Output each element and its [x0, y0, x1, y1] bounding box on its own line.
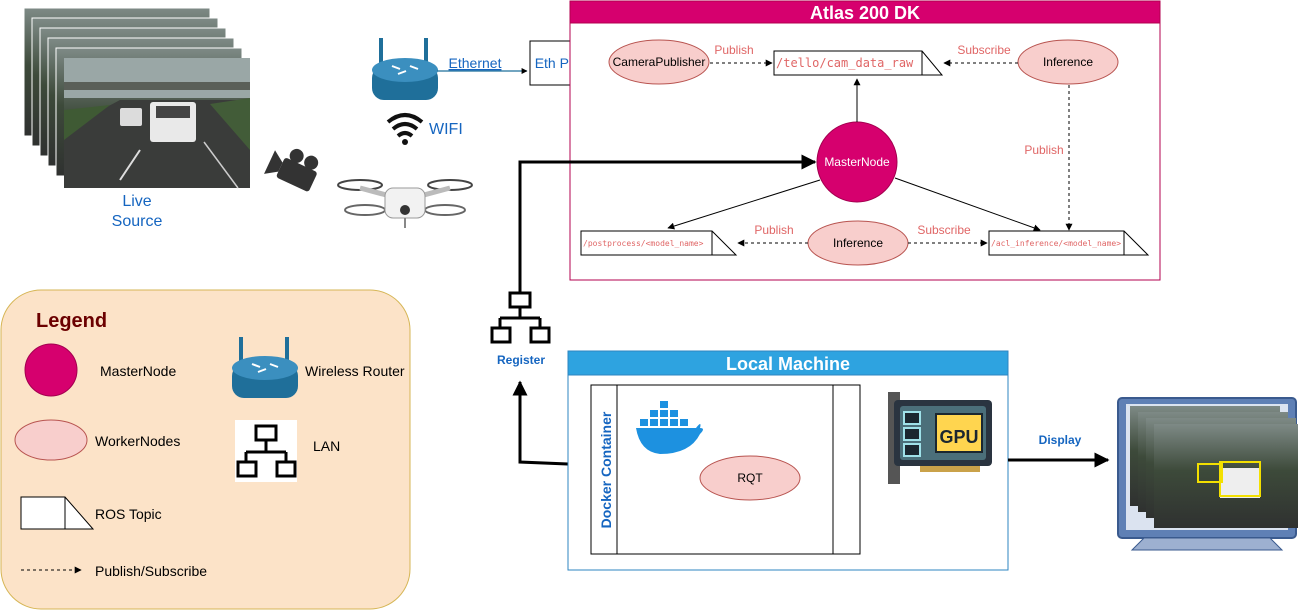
atlas-header — [569, 0, 1161, 24]
video-camera-icon — [264, 148, 319, 192]
register-label: Register — [497, 353, 545, 367]
legend-title: Legend — [36, 310, 107, 332]
live-source-images — [23, 7, 250, 189]
edge-master-to-postprocess — [667, 179, 821, 230]
legend-pubsub-label: Publish/Subscribe — [95, 563, 207, 579]
lan-icon — [490, 291, 551, 344]
live-source-label-line1: Live — [122, 193, 151, 210]
local-machine-title: Local Machine — [726, 354, 850, 374]
local-machine-header — [567, 350, 1009, 376]
edge-master-to-acl — [894, 177, 1041, 232]
topic-postprocess: /postprocess/<model_name> — [580, 230, 738, 256]
topic-acl-inference: /acl_inference/<model_name> — [988, 230, 1150, 256]
topic-acl-inference-label: /acl_inference/<model_name> — [991, 239, 1121, 248]
legend-master-label: MasterNode — [100, 363, 176, 379]
edge-subscribe-2-label: Subscribe — [917, 223, 971, 237]
legend-topic-label: ROS Topic — [95, 506, 162, 522]
register-link-to-master — [518, 154, 817, 292]
rqt-node — [699, 455, 801, 501]
drone-icon — [337, 179, 473, 228]
wireless-router-icon — [372, 38, 438, 100]
inference-top-node — [1017, 39, 1119, 85]
legend-lan-icon — [235, 420, 297, 482]
topic-postprocess-label: /postprocess/<model_name> — [583, 239, 704, 248]
topic-cam-data-raw: /tello/cam_data_raw — [773, 50, 944, 76]
legend-topic-swatch — [20, 496, 95, 530]
camera-publisher-label: CameraPublisher — [613, 55, 706, 69]
master-node-label: MasterNode — [824, 155, 890, 169]
monitor-icon — [1117, 397, 1298, 551]
wifi-icon — [386, 113, 424, 145]
docker-whale-icon — [636, 401, 703, 454]
edge-publish-2-label: Publish — [1024, 143, 1063, 157]
inference-top-label: Inference — [1043, 55, 1093, 69]
road-photo — [64, 58, 250, 189]
wifi-label: WIFI — [429, 121, 463, 138]
legend-router-icon — [232, 337, 298, 398]
inference-bottom-label: Inference — [833, 236, 883, 250]
camera-publisher-node — [608, 39, 710, 85]
legend-worker-label: WorkerNodes — [95, 433, 180, 449]
legend-master-swatch — [24, 343, 78, 397]
edge-subscribe-1-label: Subscribe — [957, 43, 1011, 57]
display-label: Display — [1039, 433, 1082, 447]
legend-worker-swatch — [14, 419, 88, 461]
legend-panel — [0, 289, 411, 610]
rqt-label: RQT — [737, 471, 763, 485]
atlas-title: Atlas 200 DK — [810, 3, 920, 23]
gpu-icon: GPU — [888, 392, 992, 484]
legend-router-label: Wireless Router — [305, 363, 405, 379]
topic-cam-data-raw-label: /tello/cam_data_raw — [776, 56, 914, 70]
gpu-label: GPU — [939, 427, 978, 447]
edge-publish-1-label: Publish — [714, 43, 753, 57]
edge-publish-3-label: Publish — [754, 223, 793, 237]
ethernet-label: Ethernet — [449, 55, 502, 71]
legend-lan-label: LAN — [313, 438, 340, 454]
docker-container-label: Docker Container — [598, 411, 614, 528]
live-source-label-line2: Source — [112, 213, 163, 230]
